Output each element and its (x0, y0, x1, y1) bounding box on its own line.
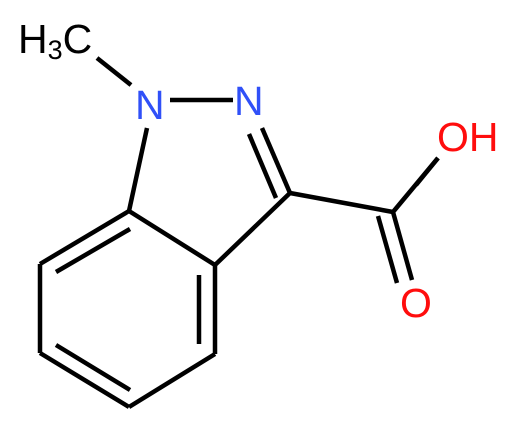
bond-c7a-c7 (38, 209, 131, 266)
n1-label: N (135, 82, 165, 128)
bond-c3-c3a (213, 191, 292, 267)
carbonyl-oxygen-label: O (400, 280, 432, 326)
bond-c7a-c7-inner (54, 227, 132, 274)
methyl-label: H3C (18, 16, 92, 65)
bond-n2-c3 (259, 127, 293, 194)
bond-c5-c4 (127, 352, 217, 409)
bond-methyl-n1 (95, 56, 133, 87)
bond-c3-cooh (289, 190, 394, 215)
bond-cooh-o-inner (375, 215, 400, 284)
bond-c6-c5-inner (54, 343, 132, 392)
bond-cooh-oh-red (414, 156, 440, 187)
hydroxyl-label: OH (437, 114, 499, 160)
methyl-subscript: 3 (48, 35, 63, 65)
bond-c7a-n1 (126, 127, 150, 212)
n2-label: N (234, 78, 264, 124)
bond-c6-c5 (38, 351, 131, 409)
bond-c3a-c7a (127, 209, 217, 267)
bond-n2-c3-inner (246, 133, 279, 199)
bond-cooh-o (390, 211, 415, 281)
